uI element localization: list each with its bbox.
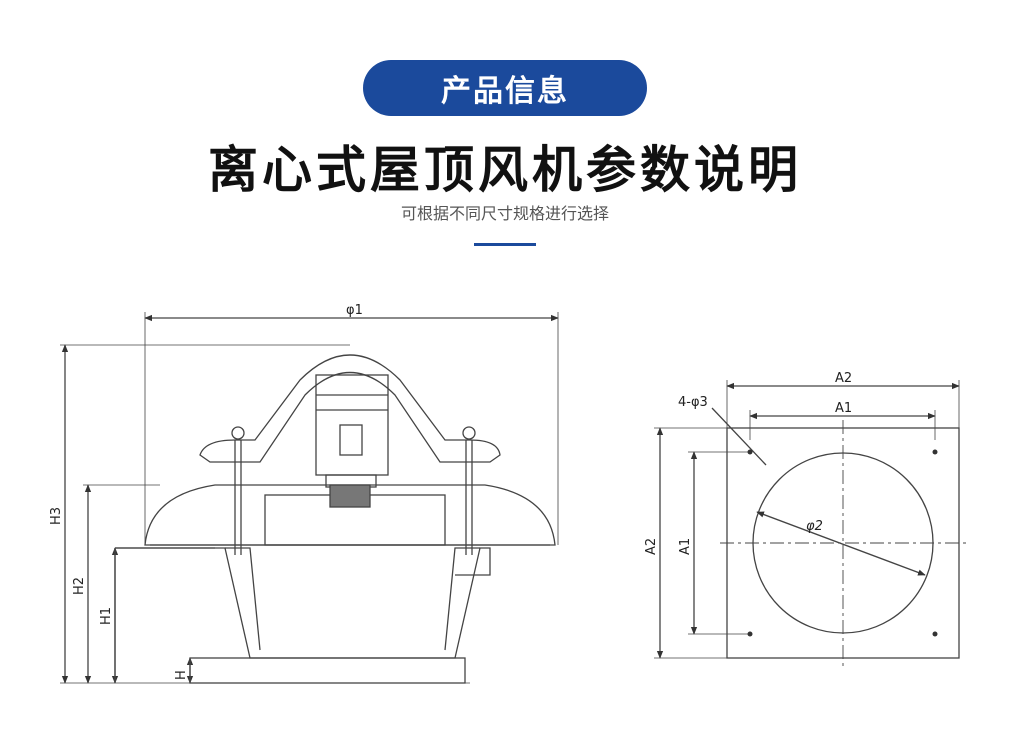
label-a2-side: A2 xyxy=(644,538,659,555)
side-view-drawing xyxy=(60,312,559,684)
page-title: 离心式屋顶风机参数说明 xyxy=(208,141,802,199)
label-phi2: φ2 xyxy=(806,519,823,534)
label-h: H xyxy=(174,670,189,680)
section-badge-label: 产品信息 xyxy=(441,74,569,109)
mounting-holes xyxy=(747,449,938,637)
section-badge: 产品信息 xyxy=(363,60,647,116)
label-h3: H3 xyxy=(49,507,64,525)
label-a2-top: A2 xyxy=(835,371,852,386)
label-a1-side: A1 xyxy=(678,538,693,555)
label-h2: H2 xyxy=(72,577,87,595)
label-a1-top: A1 xyxy=(835,401,852,416)
label-h1: H1 xyxy=(99,607,114,625)
label-phi1: φ1 xyxy=(346,303,363,318)
label-holes: 4-φ3 xyxy=(678,395,708,410)
title-divider xyxy=(474,243,536,246)
plan-view-drawing xyxy=(654,380,966,666)
page-subtitle: 可根据不同尺寸规格进行选择 xyxy=(400,204,609,223)
